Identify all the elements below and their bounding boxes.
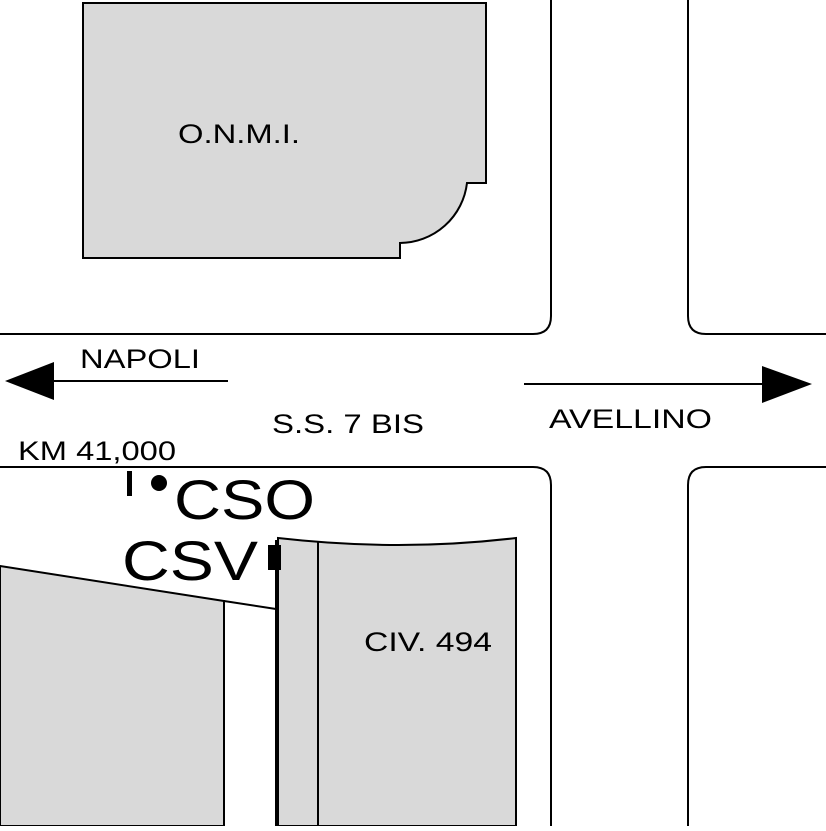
cso-post-marker [127, 471, 132, 496]
building-onmi [82, 2, 487, 259]
label-napoli: NAPOLI [80, 344, 200, 374]
label-road-name: S.S. 7 BIS [272, 409, 424, 439]
label-csv: CSV [122, 529, 259, 592]
road-edge-top-left [0, 0, 552, 335]
road-edge-bottom-right [687, 466, 826, 826]
label-kilometer: KM 41,000 [18, 436, 176, 466]
label-avellino: AVELLINO [549, 404, 712, 434]
lot-boundary-line [223, 600, 277, 610]
cso-dot-marker [151, 475, 167, 491]
arrow-right-icon [762, 366, 812, 403]
road-edge-top-right [687, 0, 826, 335]
csv-square-marker [268, 545, 281, 570]
label-civ494: CIV. 494 [364, 627, 492, 657]
label-cso: CSO [174, 468, 315, 531]
building-civ494 [277, 536, 517, 827]
arrow-left-icon [5, 362, 54, 400]
road-edge-bottom-left [0, 466, 552, 826]
label-onmi: O.N.M.I. [178, 119, 300, 149]
building-lower-left [0, 564, 225, 827]
